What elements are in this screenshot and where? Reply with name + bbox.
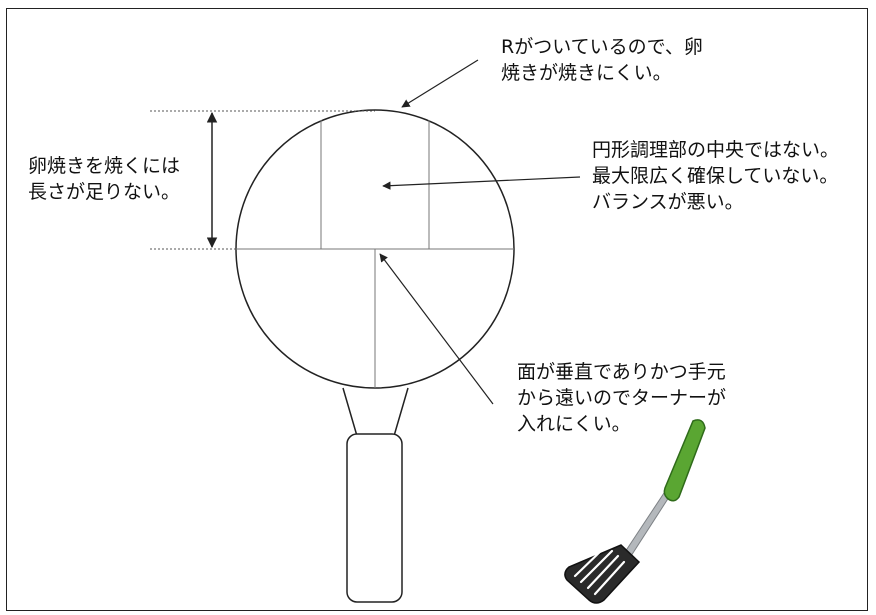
top-note: Rがついているので、卵 焼きが焼きにくい。 (501, 34, 703, 86)
top-note-line-1: Rがついているので、卵 (501, 36, 703, 58)
turner-handle (663, 419, 706, 502)
left-note: 卵焼きを焼くには 長さが足りない。 (28, 153, 180, 205)
diagram-frame (6, 8, 868, 611)
right-note-line-1: 円形調理部の中央ではない。 (592, 139, 840, 161)
left-note-line-1: 卵焼きを焼くには (28, 155, 181, 177)
pan-handle-grip (346, 433, 403, 603)
turner-shaft (624, 489, 672, 557)
right-note-line-3: バランスが悪い。 (592, 191, 744, 213)
right-note-line-2: 最大限広く確保していない。 (592, 165, 839, 187)
left-note-line-2: 長さが足りない。 (28, 181, 181, 203)
pan-handle-neck (342, 387, 409, 437)
bottom-note-line-3: 入れにくい。 (517, 413, 631, 435)
turner-illustration (564, 419, 706, 604)
bottom-note-arrow (379, 253, 494, 405)
bottom-note-line-2: から遠いのでターナーが (517, 387, 727, 409)
bottom-note: 面が垂直でありかつ手元 から遠いのでターナーが 入れにくい。 (517, 359, 726, 437)
top-note-arrow (401, 59, 479, 108)
top-note-line-2: 焼きが焼きにくい。 (501, 62, 672, 84)
right-note-arrow (382, 176, 581, 190)
right-note: 円形調理部の中央ではない。 最大限広く確保していない。 バランスが悪い。 (592, 137, 839, 215)
bottom-note-line-1: 面が垂直でありかつ手元 (517, 361, 726, 383)
